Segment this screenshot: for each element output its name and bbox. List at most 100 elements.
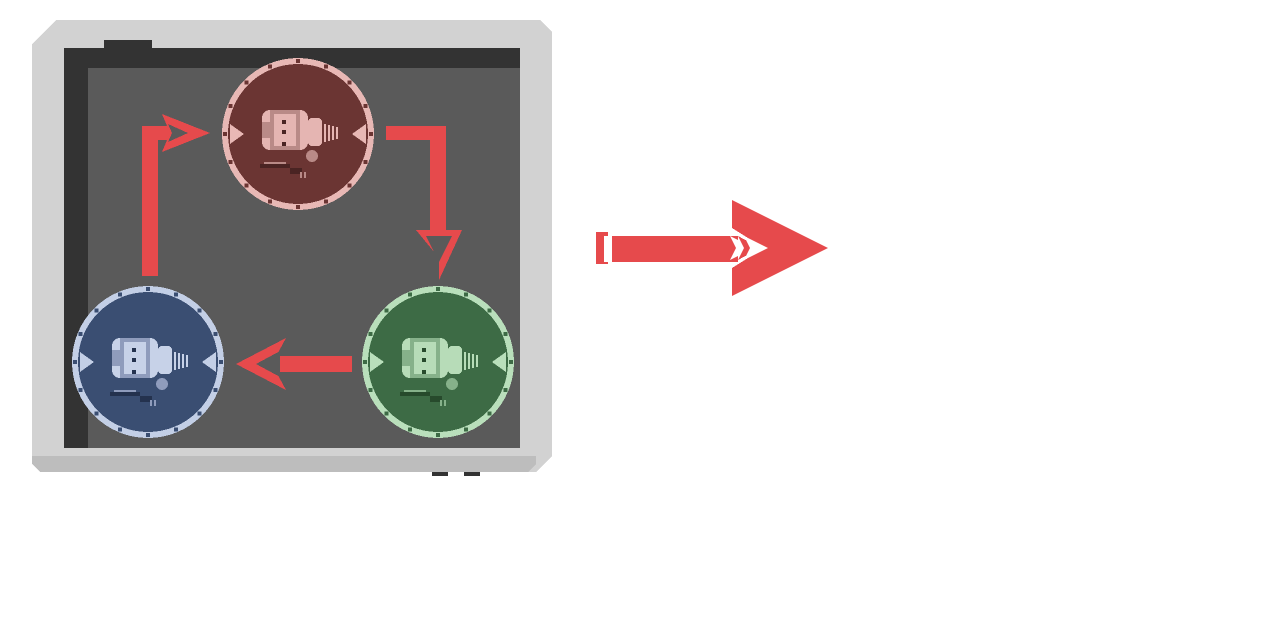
blue-robot-tool-head <box>140 396 152 402</box>
green-right-port <box>492 352 506 372</box>
blue-robot-tool-hl <box>114 390 136 392</box>
blue-ring-notch <box>146 433 150 437</box>
red-right-port <box>352 124 366 144</box>
red-robot-side-left <box>262 122 270 138</box>
red-robot-back <box>308 118 322 146</box>
blue-robot-dot-low <box>132 370 136 374</box>
blue-robot-tool-bar <box>110 392 140 396</box>
panel-frame-shadow <box>32 456 536 472</box>
next-arrow-inner-chevron-1 <box>730 236 754 260</box>
cycle-arrows <box>142 114 462 390</box>
green-robot-tool-hl <box>404 390 426 392</box>
green-robot-exhaust-line <box>472 354 474 368</box>
blue-left-port <box>80 352 94 372</box>
blue-ring-notch <box>213 387 218 392</box>
red-robot-icon <box>260 110 338 178</box>
red-ring-notch <box>244 80 249 85</box>
red-robot-dot-mid <box>282 130 286 134</box>
next-arrow-head <box>732 200 828 296</box>
blue-robot-icon <box>110 338 188 406</box>
arrow-red-to-green <box>386 126 462 280</box>
red-robot-node[interactable] <box>222 58 374 210</box>
red-ring-notch <box>244 183 249 188</box>
green-robot-tool-tooth-2 <box>444 400 446 406</box>
blue-ring-notch <box>213 332 218 337</box>
green-ring-notch <box>408 427 413 432</box>
blue-ring-notch <box>78 332 83 337</box>
red-robot-tool-tooth-2 <box>304 172 306 178</box>
red-robot-tool-bar <box>260 164 290 168</box>
blue-ring-notch <box>197 308 202 313</box>
panel-floor-edge <box>72 448 536 456</box>
blue-ring-notch <box>146 287 150 291</box>
blue-ring-notch <box>94 308 99 313</box>
next-arrow-shaft <box>612 236 738 262</box>
blue-ring-notch <box>197 411 202 416</box>
green-ring-notch <box>408 292 413 297</box>
blue-ring-notch <box>73 360 77 364</box>
red-robot-exhaust-line <box>328 125 330 141</box>
red-ring-notch <box>363 104 368 109</box>
red-robot-exhaust-line <box>336 127 338 139</box>
next-arrow-tail-notch <box>604 236 608 262</box>
green-robot-side-left <box>402 350 410 366</box>
red-ring-notch <box>369 132 373 136</box>
red-robot-tool-head <box>290 168 302 174</box>
green-ring-notch <box>436 433 440 437</box>
red-ring-notch <box>347 183 352 188</box>
next-arrow[interactable] <box>596 200 828 296</box>
green-ring-notch <box>363 360 367 364</box>
arrow-blue-to-red <box>142 114 210 276</box>
green-robot-exhaust-line <box>476 355 478 367</box>
blue-ring-notch <box>219 360 223 364</box>
red-ring-notch <box>296 205 300 209</box>
red-ring-notch <box>228 104 233 109</box>
green-ring-notch <box>368 332 373 337</box>
robot-nodes <box>72 58 514 438</box>
blue-robot-back <box>158 346 172 374</box>
next-arrow-inner-chevron-3 <box>744 236 768 260</box>
red-robot-tool-tooth-1 <box>300 172 302 178</box>
green-robot-tool-tooth-1 <box>440 400 442 406</box>
red-ring-notch <box>268 199 273 204</box>
blue-right-port <box>202 352 216 372</box>
green-robot-bubble <box>446 378 458 390</box>
panel-cable-cover-top <box>104 40 152 48</box>
green-ring-notch <box>368 387 373 392</box>
red-ring-notch <box>268 64 273 69</box>
green-robot-tool-bar <box>400 392 430 396</box>
red-robot-dot-top <box>282 120 286 124</box>
blue-robot-dot-top <box>132 348 136 352</box>
blue-robot-node[interactable] <box>72 286 224 438</box>
blue-robot-side-left <box>112 350 120 366</box>
red-robot-bubble <box>306 150 318 162</box>
blue-robot-exhaust-line <box>174 352 176 370</box>
green-robot-dot-low <box>422 370 426 374</box>
green-robot-exhaust-line <box>464 352 466 370</box>
green-ring-notch <box>503 387 508 392</box>
green-robot-dot-top <box>422 348 426 352</box>
red-ring-notch <box>228 159 233 164</box>
blue-robot-tool-tooth-2 <box>154 400 156 406</box>
blue-ring-notch <box>78 387 83 392</box>
red-left-port <box>230 124 244 144</box>
arrow-green-to-blue <box>236 338 352 390</box>
green-robot-dot-mid <box>422 358 426 362</box>
red-ring-notch <box>347 80 352 85</box>
red-robot-tool-hl <box>264 162 286 164</box>
blue-ring-notch <box>94 411 99 416</box>
red-ring-notch <box>363 159 368 164</box>
red-robot-exhaust-line <box>324 124 326 142</box>
green-robot-node[interactable] <box>362 286 514 438</box>
blue-robot-tool-tooth-1 <box>150 400 152 406</box>
green-ring-notch <box>503 332 508 337</box>
green-ring-notch <box>384 308 389 313</box>
green-robot-tool-head <box>430 396 442 402</box>
green-robot-icon <box>400 338 478 406</box>
blue-ring-notch <box>173 427 178 432</box>
green-ring-notch <box>384 411 389 416</box>
green-ring-notch <box>463 427 468 432</box>
blue-ring-notch <box>118 292 123 297</box>
blue-robot-exhaust-line <box>178 353 180 369</box>
